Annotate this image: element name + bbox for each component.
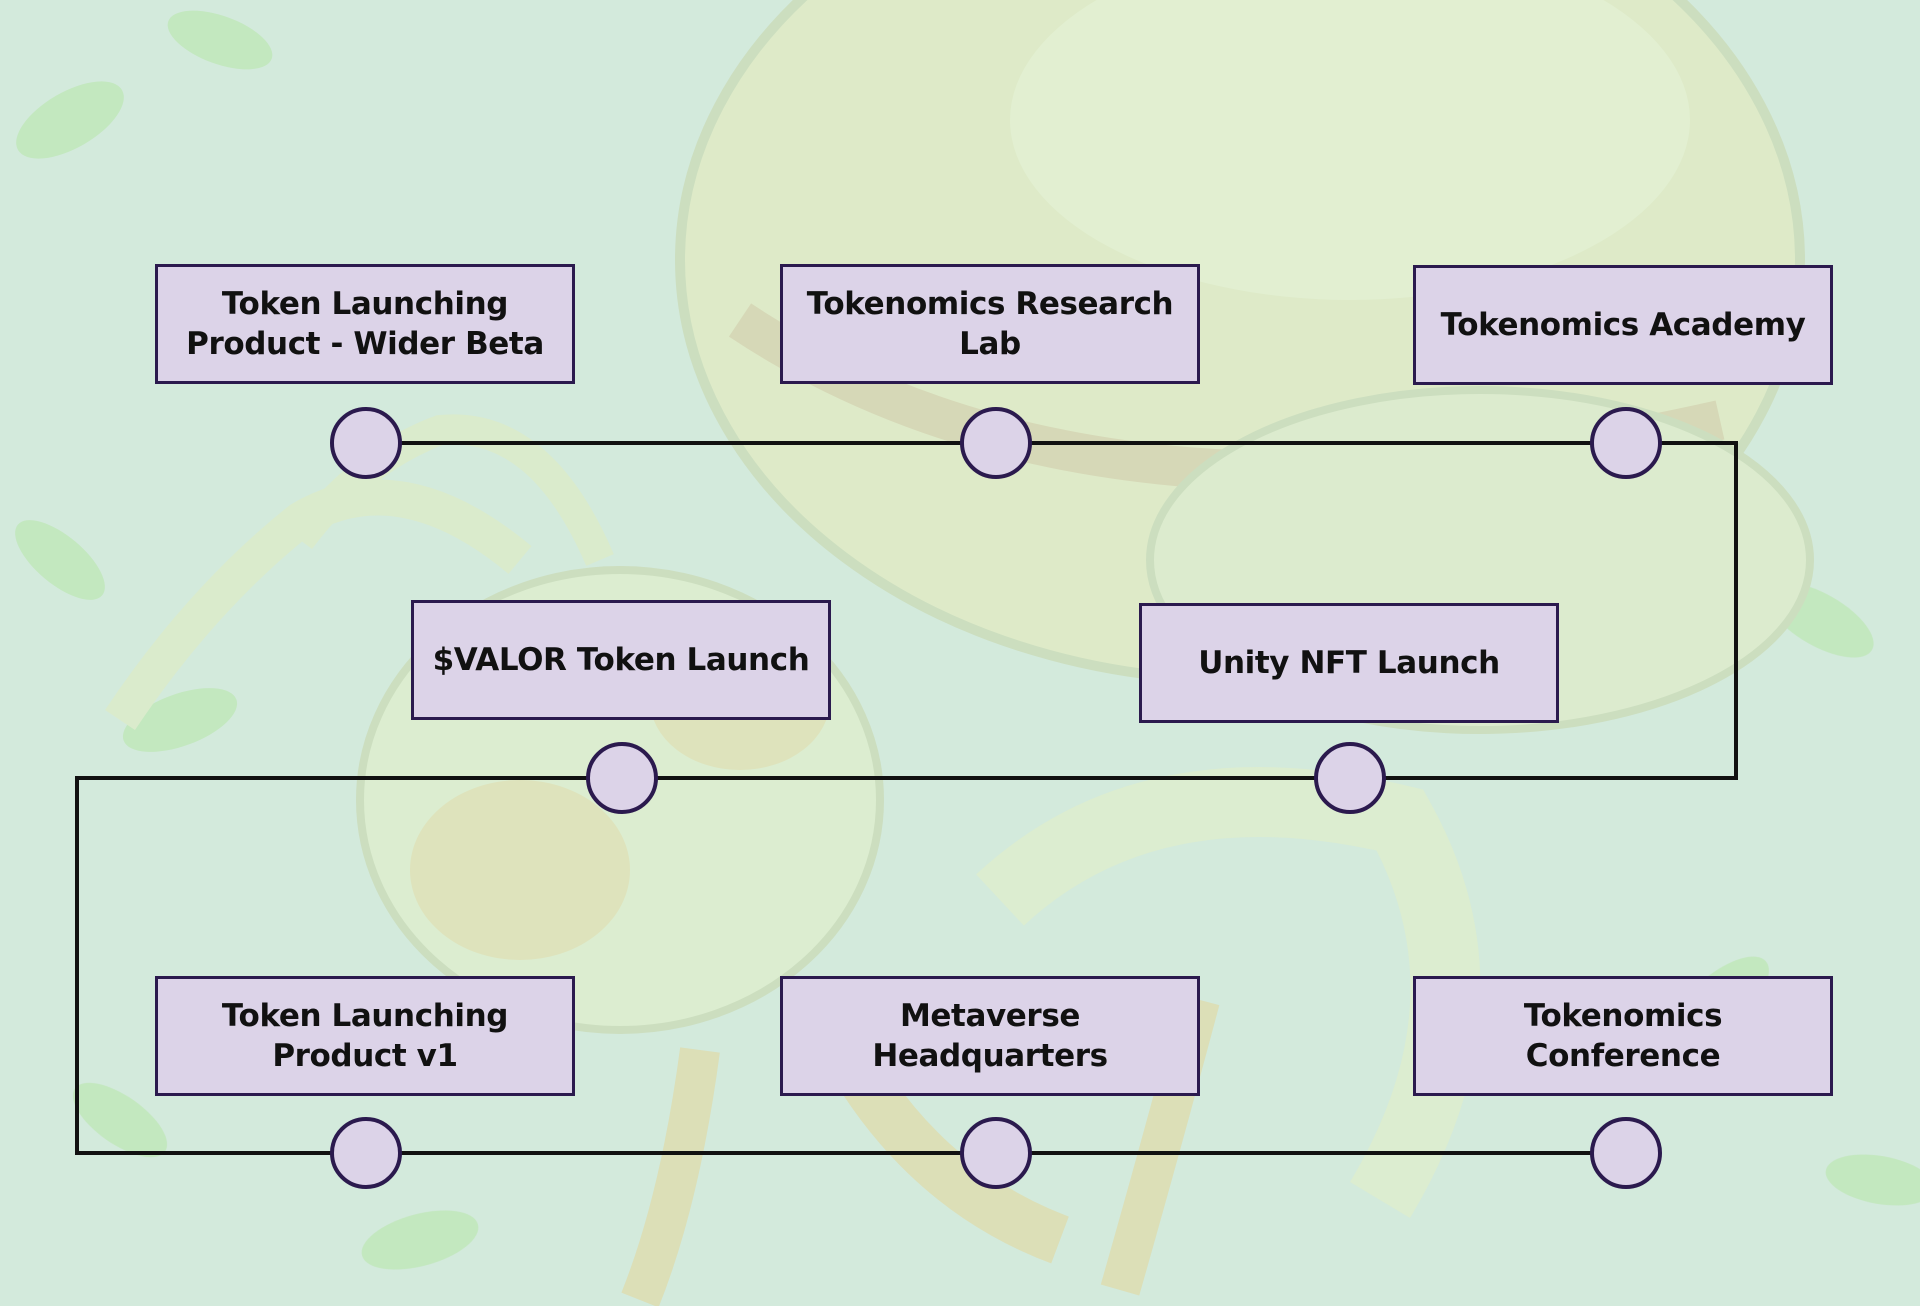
milestone-label: Unity NFT Launch: [1198, 645, 1500, 681]
timeline-node: [586, 742, 658, 814]
milestone-label: Tokenomics Research Lab: [806, 286, 1174, 362]
milestone-label: Tokenomics Academy: [1440, 307, 1806, 343]
milestone-box-metaverse-headquarters: Metaverse Headquarters: [780, 976, 1200, 1096]
milestone-label: $VALOR Token Launch: [432, 642, 810, 678]
milestone-box-token-launching-wider-beta: Token Launching Product - Wider Beta: [155, 264, 575, 384]
milestone-box-unity-nft-launch: Unity NFT Launch: [1139, 603, 1559, 723]
milestone-label: Token Launching Product v1: [221, 998, 509, 1074]
milestone-box-token-launching-v1: Token Launching Product v1: [155, 976, 575, 1096]
timeline-node: [1590, 407, 1662, 479]
timeline-node: [960, 1117, 1032, 1189]
milestone-box-tokenomics-conference: Tokenomics Conference: [1413, 976, 1833, 1096]
timeline-node: [960, 407, 1032, 479]
milestone-label: Metaverse Headquarters: [872, 998, 1108, 1074]
timeline-node: [330, 1117, 402, 1189]
milestone-label: Token Launching Product - Wider Beta: [186, 286, 544, 362]
milestone-box-tokenomics-research-lab: Tokenomics Research Lab: [780, 264, 1200, 384]
timeline-node: [330, 407, 402, 479]
timeline-node: [1590, 1117, 1662, 1189]
milestone-box-tokenomics-academy: Tokenomics Academy: [1413, 265, 1833, 385]
milestone-label: Tokenomics Conference: [1523, 998, 1723, 1074]
milestone-box-valor-token-launch: $VALOR Token Launch: [411, 600, 831, 720]
timeline-node: [1314, 742, 1386, 814]
